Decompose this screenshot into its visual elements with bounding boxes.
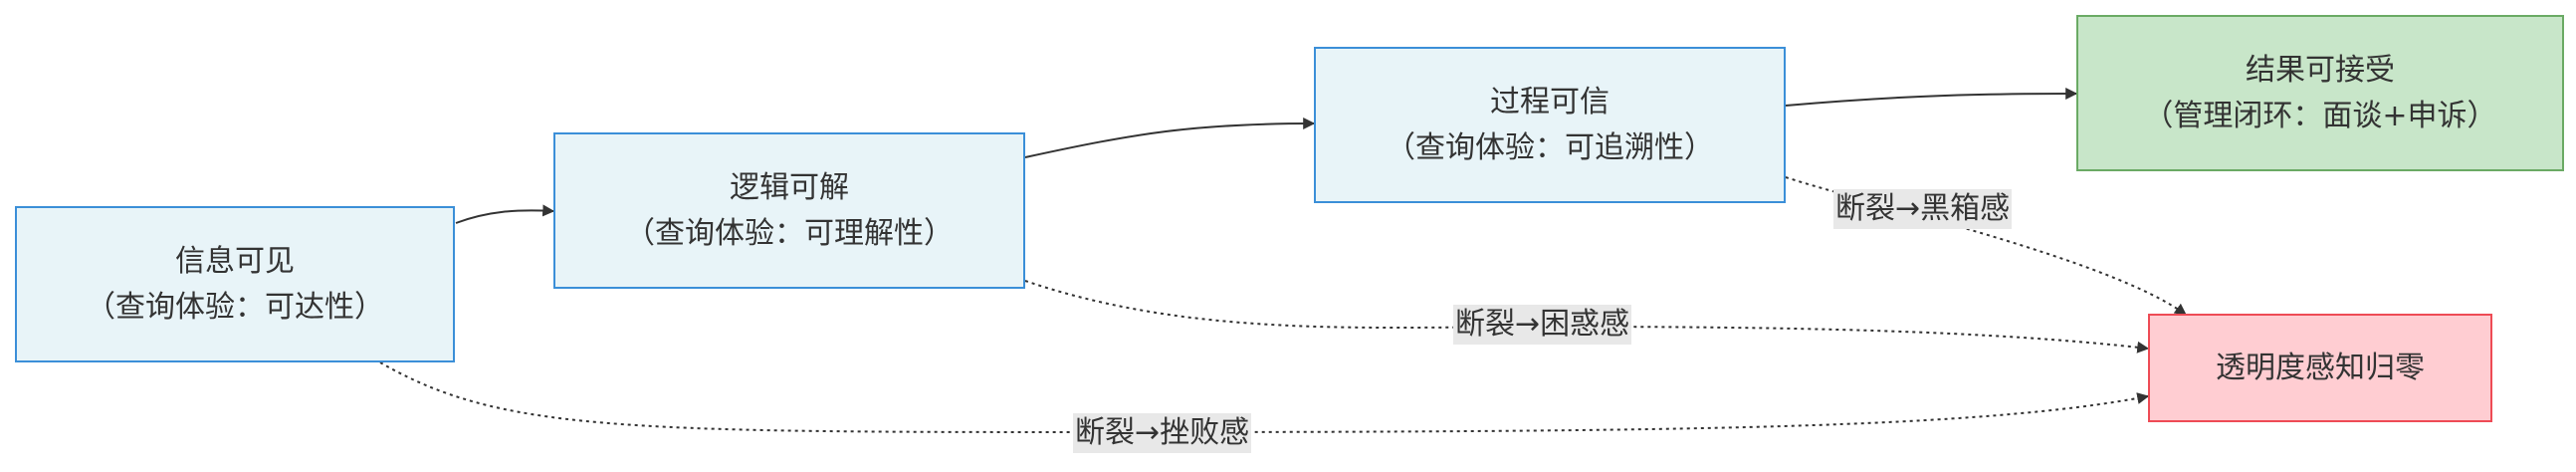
node-trustworthy: 过程可信 （查询体验：可追溯性） xyxy=(1314,47,1786,203)
node-zero: 透明度感知归零 xyxy=(2148,314,2492,422)
node-acceptable: 结果可接受 （管理闭环：面谈+申诉） xyxy=(2076,15,2564,171)
node-visible: 信息可见 （查询体验：可达性） xyxy=(15,206,455,362)
edge-visible-to-understandable xyxy=(455,204,555,224)
node-trustworthy-title: 过程可信 xyxy=(1490,84,1610,119)
node-zero-title: 透明度感知归零 xyxy=(2216,350,2425,385)
edge-label-confusion: 断裂→困惑感 xyxy=(1453,305,1632,345)
node-understandable-title: 逻辑可解 xyxy=(730,169,849,205)
edge-label-blackbox: 断裂→黑箱感 xyxy=(1833,189,2013,229)
edge-trustworthy-to-zero xyxy=(1785,176,2187,316)
edge-label-frustration: 断裂→挫败感 xyxy=(1073,413,1252,453)
node-trustworthy-subtitle: （查询体验：可追溯性） xyxy=(1386,129,1714,165)
node-understandable-subtitle: （查询体验：可理解性） xyxy=(625,215,954,251)
node-visible-subtitle: （查询体验：可达性） xyxy=(86,289,384,325)
node-acceptable-title: 结果可接受 xyxy=(2246,52,2395,88)
edge-trustworthy-to-acceptable xyxy=(1785,88,2078,107)
node-visible-title: 信息可见 xyxy=(175,243,295,279)
edge-visible-to-zero xyxy=(379,361,2150,434)
edge-understandable-to-trustworthy xyxy=(1024,118,1316,158)
node-acceptable-subtitle: （管理闭环：面谈+申诉） xyxy=(2143,98,2497,133)
node-understandable: 逻辑可解 （查询体验：可理解性） xyxy=(553,132,1025,289)
